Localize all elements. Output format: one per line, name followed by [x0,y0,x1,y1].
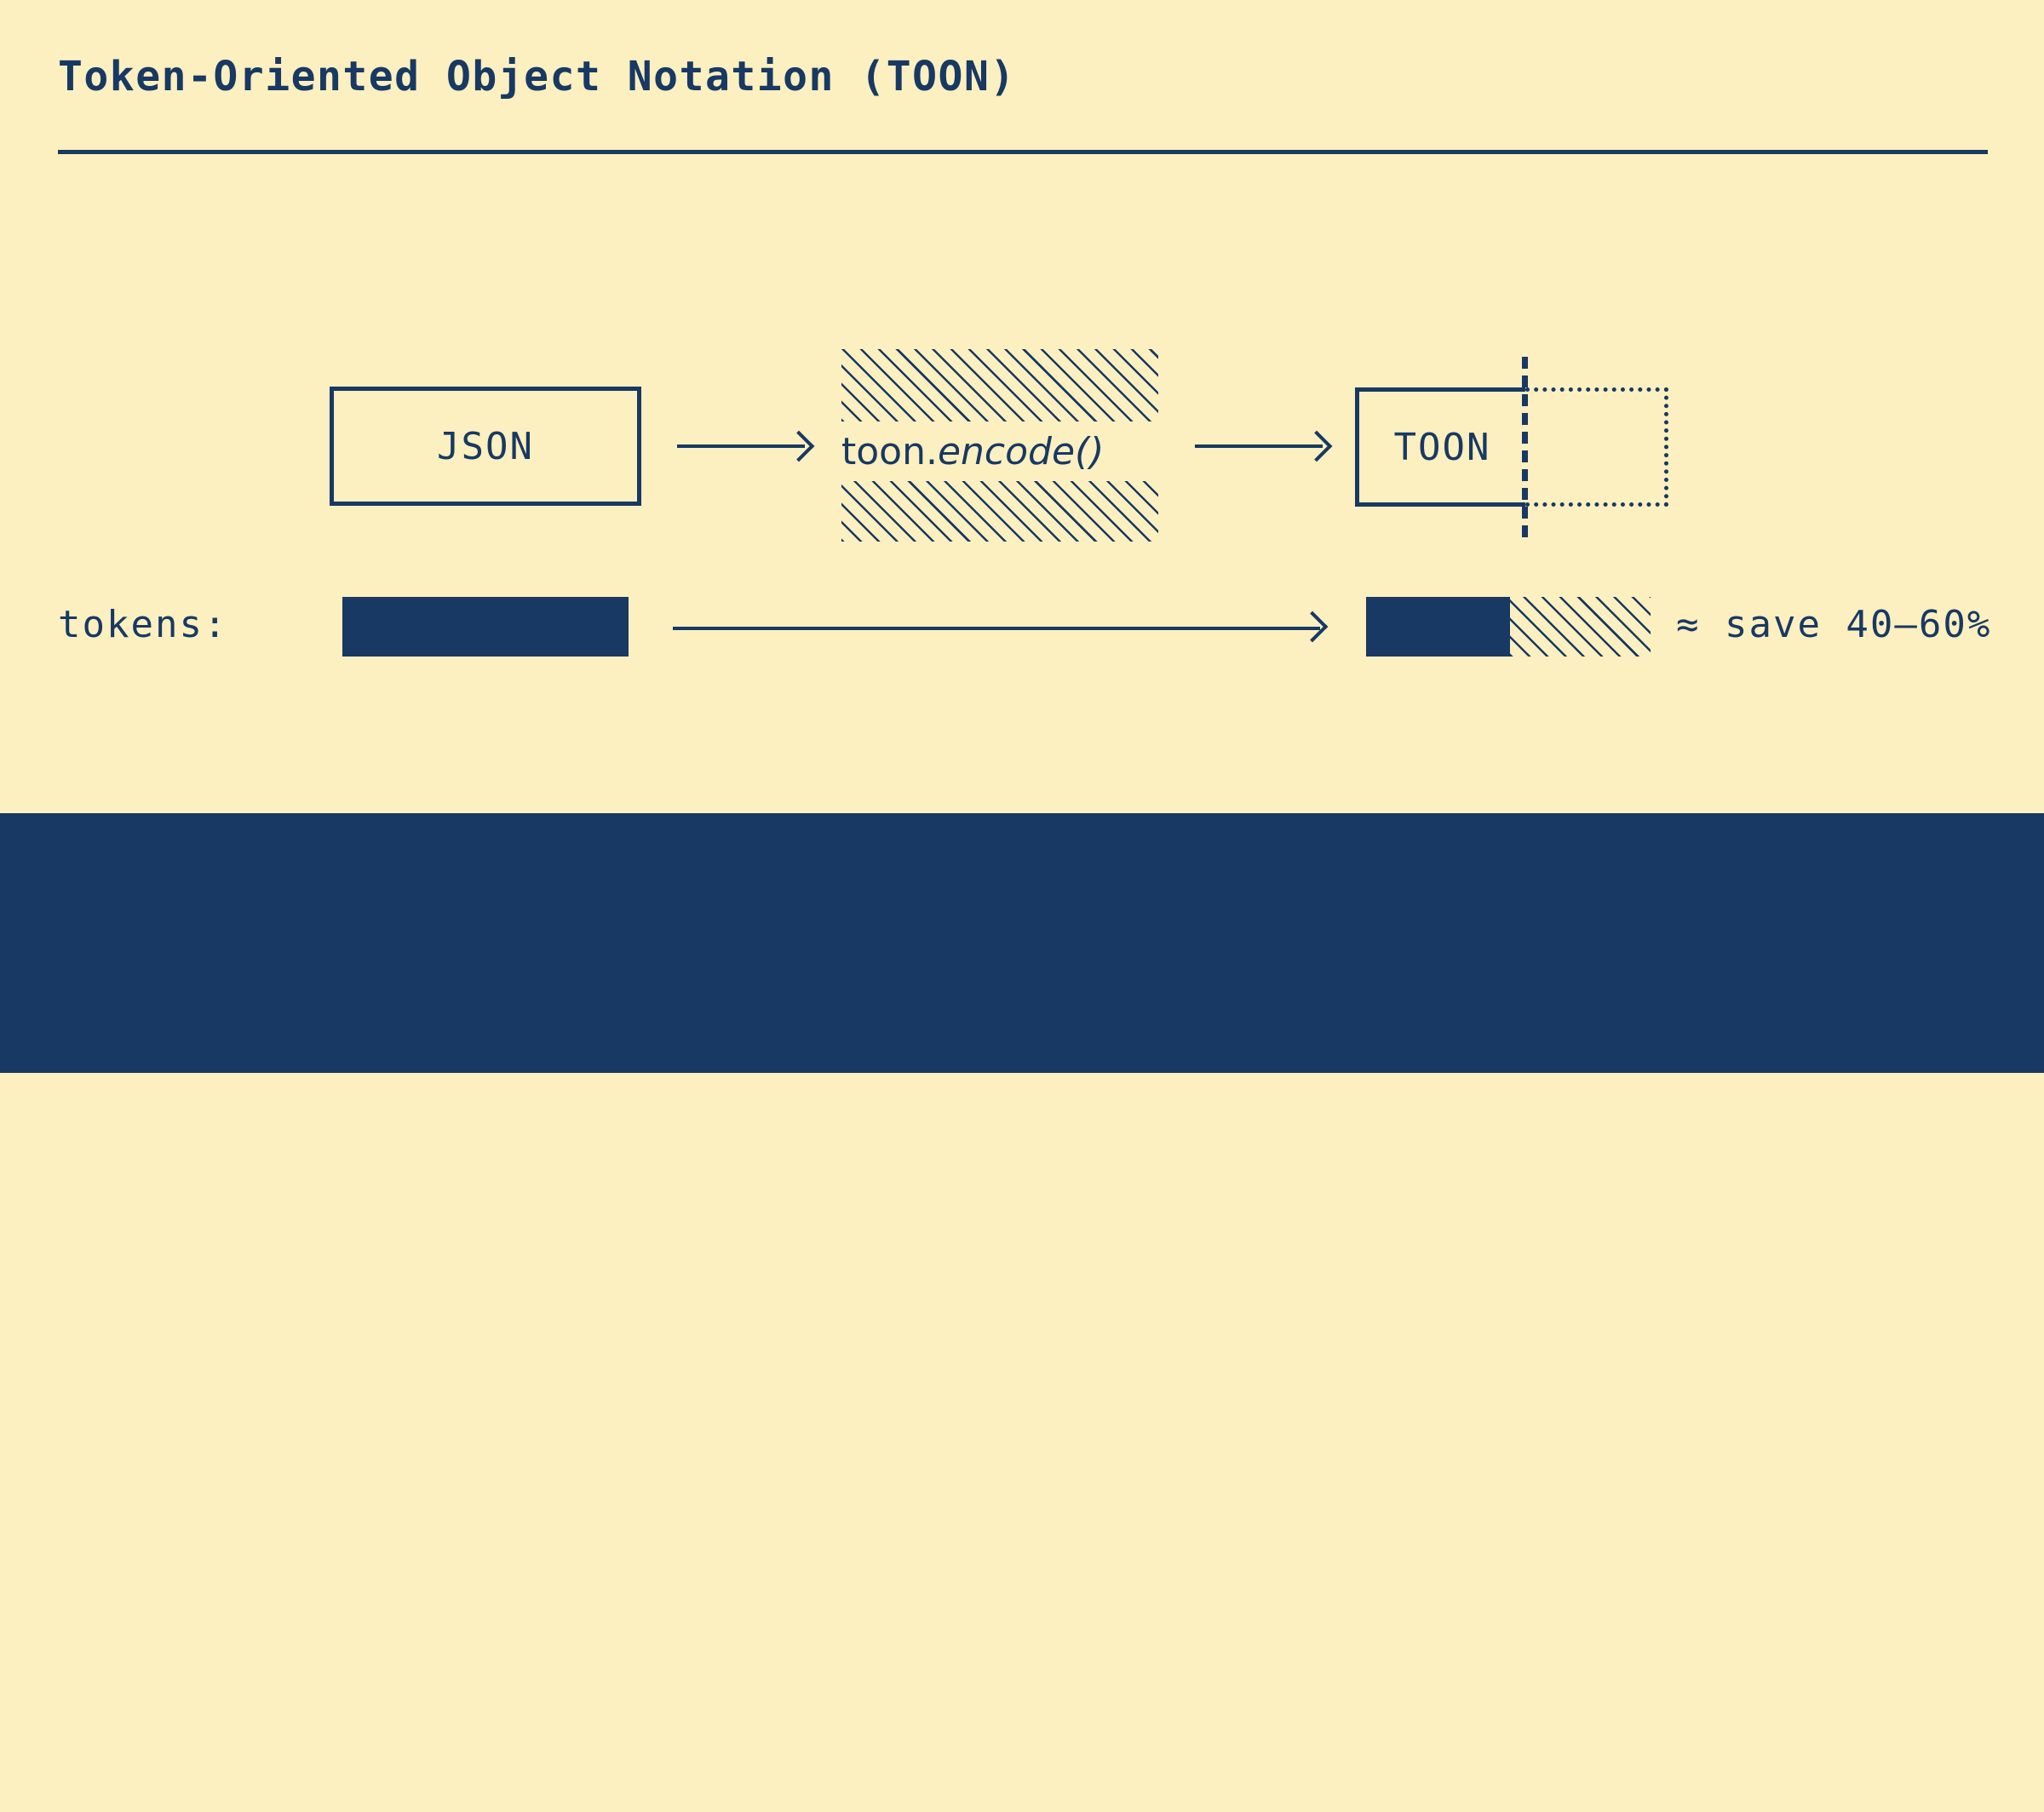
tokens-bar-toon-used [1366,597,1510,657]
json-source-box-label: JSON [437,424,534,468]
arrow-encoder-to-toon-shaft [1195,444,1323,448]
arrow-json-to-encoder-shaft [677,444,805,448]
encoder-hatch-top [841,349,1158,421]
pipeline-diagram: JSON toon.encode() TOON tokens: ≈ save 4… [0,0,2044,813]
encoder-label-emphasis: encode() [937,429,1105,473]
toon-target-box-divider [1522,357,1528,537]
sample-row-json-format: JSON [324,1699,417,1742]
encoder-label: toon.encode() [841,421,1158,481]
sample-row-toon-format: TOON [324,1769,417,1812]
arrow-encoder-to-toon-head-icon [1300,430,1333,462]
toon-target-box: TOON [1355,357,1668,537]
toon-target-box-label: TOON [1393,425,1491,469]
sample-row-toon-arrow-icon: → [433,1769,456,1812]
toon-target-box-solid-part: TOON [1355,387,1525,507]
sample-row-json: JSON → { "tags": ["jazz", "chill", "lofi… [324,1699,1374,1742]
arrow-json-to-encoder-head-icon [783,430,815,462]
json-source-box: JSON [330,387,641,506]
sample-panel: sample: JSON → { "tags": ["jazz", "chill… [0,813,2044,1812]
encoder-hatch-bottom [841,481,1158,542]
sample-panel-label: sample: [58,1699,228,1742]
sample-row-toon: TOON → tags[3]: jazz,chill,lofi [324,1769,1070,1812]
title-divider-rule [58,150,1988,154]
sample-row-toon-code: tags[3]: jazz,chill,lofi [508,1769,1070,1812]
tokens-savings-note: ≈ save 40–60% [1676,603,1992,646]
arrow-tokens-shaft [673,627,1320,630]
toon-target-box-trimmed-part [1525,387,1668,507]
tokens-bar-json [342,597,629,657]
tokens-row-label: tokens: [58,603,228,646]
tokens-bar-toon [1366,597,1651,657]
arrow-tokens-head-icon [1296,611,1329,643]
tokens-bar-toon-saved [1510,597,1651,657]
encoder-label-prefix: toon. [841,429,938,473]
page-title: Token-Oriented Object Notation (TOON) [58,53,1016,100]
sample-row-json-arrow-icon: → [433,1699,456,1742]
sample-row-json-code: { "tags": ["jazz", "chill", "lofi"] } [508,1699,1375,1742]
encoder-panel: toon.encode() [841,349,1158,542]
